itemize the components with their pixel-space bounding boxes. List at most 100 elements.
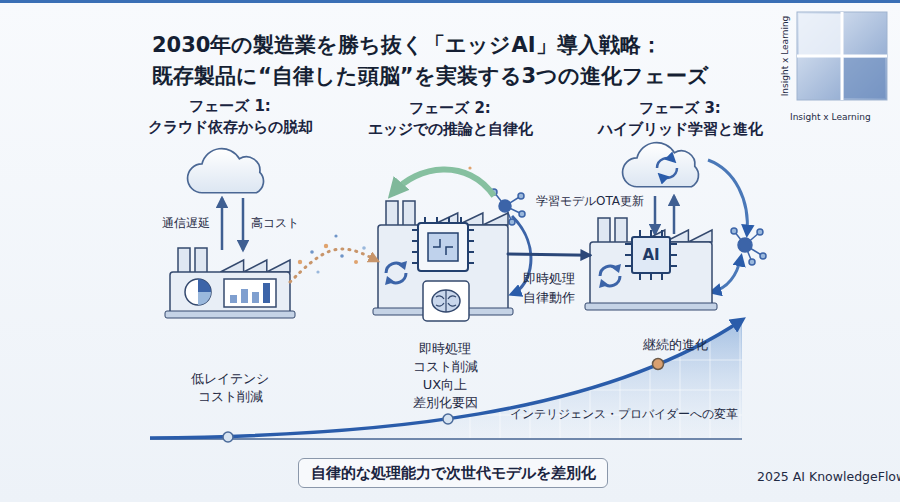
factory-illustration [385,276,395,285]
factory-outline [170,248,290,316]
factory-illustration [170,272,290,316]
logo-axis-label: Insight x Learning [790,112,871,122]
logo-grid [799,14,841,55]
caption-box: 自律的な処理能力で次世代モデルを差別化 [298,458,608,488]
ai-chip: AI [631,236,671,274]
growth-chart [740,320,741,440]
arrow-label: 通信遅延 [162,215,210,232]
trend-label: インテリジェンス・プロバイダーへの変革 [510,406,738,423]
factory-illustration [671,265,677,267]
growth-chart [500,320,501,440]
data-particles [324,244,328,248]
growth-chart [530,320,531,440]
data-particles [340,254,344,258]
factory-illustration [373,201,513,321]
network-node [519,211,525,217]
factory-illustration [386,201,398,227]
factory-illustration [198,292,211,305]
factory-illustration [165,248,295,318]
phase-heading: フェーズ 1: クラウド依存からの脱却 [135,96,325,138]
factory-illustration [195,248,207,274]
factory-illustration [661,274,663,280]
growth-chart [590,320,591,440]
growth-chart [150,320,742,440]
factory-illustration [590,242,712,308]
factory-illustration [671,243,677,245]
cycle-arrow [712,257,741,292]
factory-illustration [432,290,460,312]
network-node [738,238,752,252]
growth-chart [653,359,664,370]
network-node [499,200,511,212]
cloud-icon [188,149,264,193]
logo-grid [797,55,887,58]
factory-illustration [428,233,458,261]
cloud-icon [623,143,699,187]
data-particles [334,234,337,237]
growth-chart [223,432,233,442]
cycle-arrow [392,169,494,196]
network-node [749,259,755,265]
data-particles [468,166,471,169]
network-node [731,228,737,234]
data-particles [298,260,302,264]
factory-illustration [403,201,415,227]
data-particles [354,260,358,264]
factory-illustration [241,289,248,303]
logo-grid [844,58,885,98]
logo-grid [797,12,887,100]
phase-connector [508,254,590,255]
factory-illustration [615,218,627,244]
top-bar [0,0,900,3]
arrow-label: 学習モデルOTA更新 [536,193,644,210]
phase-heading: フェーズ 3: ハイブリッド学習と進化 [585,98,775,140]
data-particles [362,246,366,250]
network-node [518,193,524,199]
growth-chart [150,320,742,438]
factory-illustration [639,274,641,280]
growth-chart [443,414,453,424]
factory-illustration [650,274,652,280]
factory-illustration [397,261,407,270]
caption-text: 自律的な処理能力で次世代モデルを差別化 [311,464,596,483]
factory-node: フェーズ 1: クラウド依存からの脱却低レイテンシ コスト削減 [170,248,290,316]
cloud-link-arrow [221,198,224,250]
factory-illustration [230,295,237,303]
factory-illustration [198,279,211,292]
factory-illustration [585,303,717,310]
factory-illustration [263,283,270,303]
cloud-link-arrow [242,198,245,250]
factory-illustration [585,218,717,310]
network-node [760,253,766,259]
factory-illustration [671,254,677,256]
factory-illustration [418,223,468,271]
phase-connector [290,249,378,282]
connector-label: 即時処理 自律動作 [509,269,589,307]
factory-illustration [598,218,610,244]
cloud-icon [657,158,674,168]
cloud-icon [660,168,677,178]
factory-illustration [224,279,276,307]
benefit-text: 継続的進化 [625,336,725,354]
data-particles [310,250,314,254]
growth-chart [560,320,561,440]
factory-illustration [252,292,259,303]
cloud-link-arrow [654,196,657,234]
benefit-text: 即時処理 コスト削減 UX向上 差別化要因 [400,340,490,412]
logo-axis-label: Insight x Learning [780,16,790,97]
logo-grid [797,12,887,100]
growth-chart [150,320,742,440]
factory-illustration [599,279,609,288]
factory-illustration [165,311,295,318]
cycle-arrow [708,160,747,234]
title: 2030年の製造業を勝ち抜く「エッジAI」導入戦略： 既存製品に“自律した頭脳”… [152,30,772,92]
growth-chart [150,320,742,442]
chip-label: AI [642,246,659,264]
factory-node: フェーズ 3: ハイブリッド学習と進化継続的進化AI [590,220,712,308]
network-node [757,229,763,235]
factory-illustration [436,290,456,312]
cloud-link-arrow [673,196,676,234]
growth-chart [150,438,742,440]
